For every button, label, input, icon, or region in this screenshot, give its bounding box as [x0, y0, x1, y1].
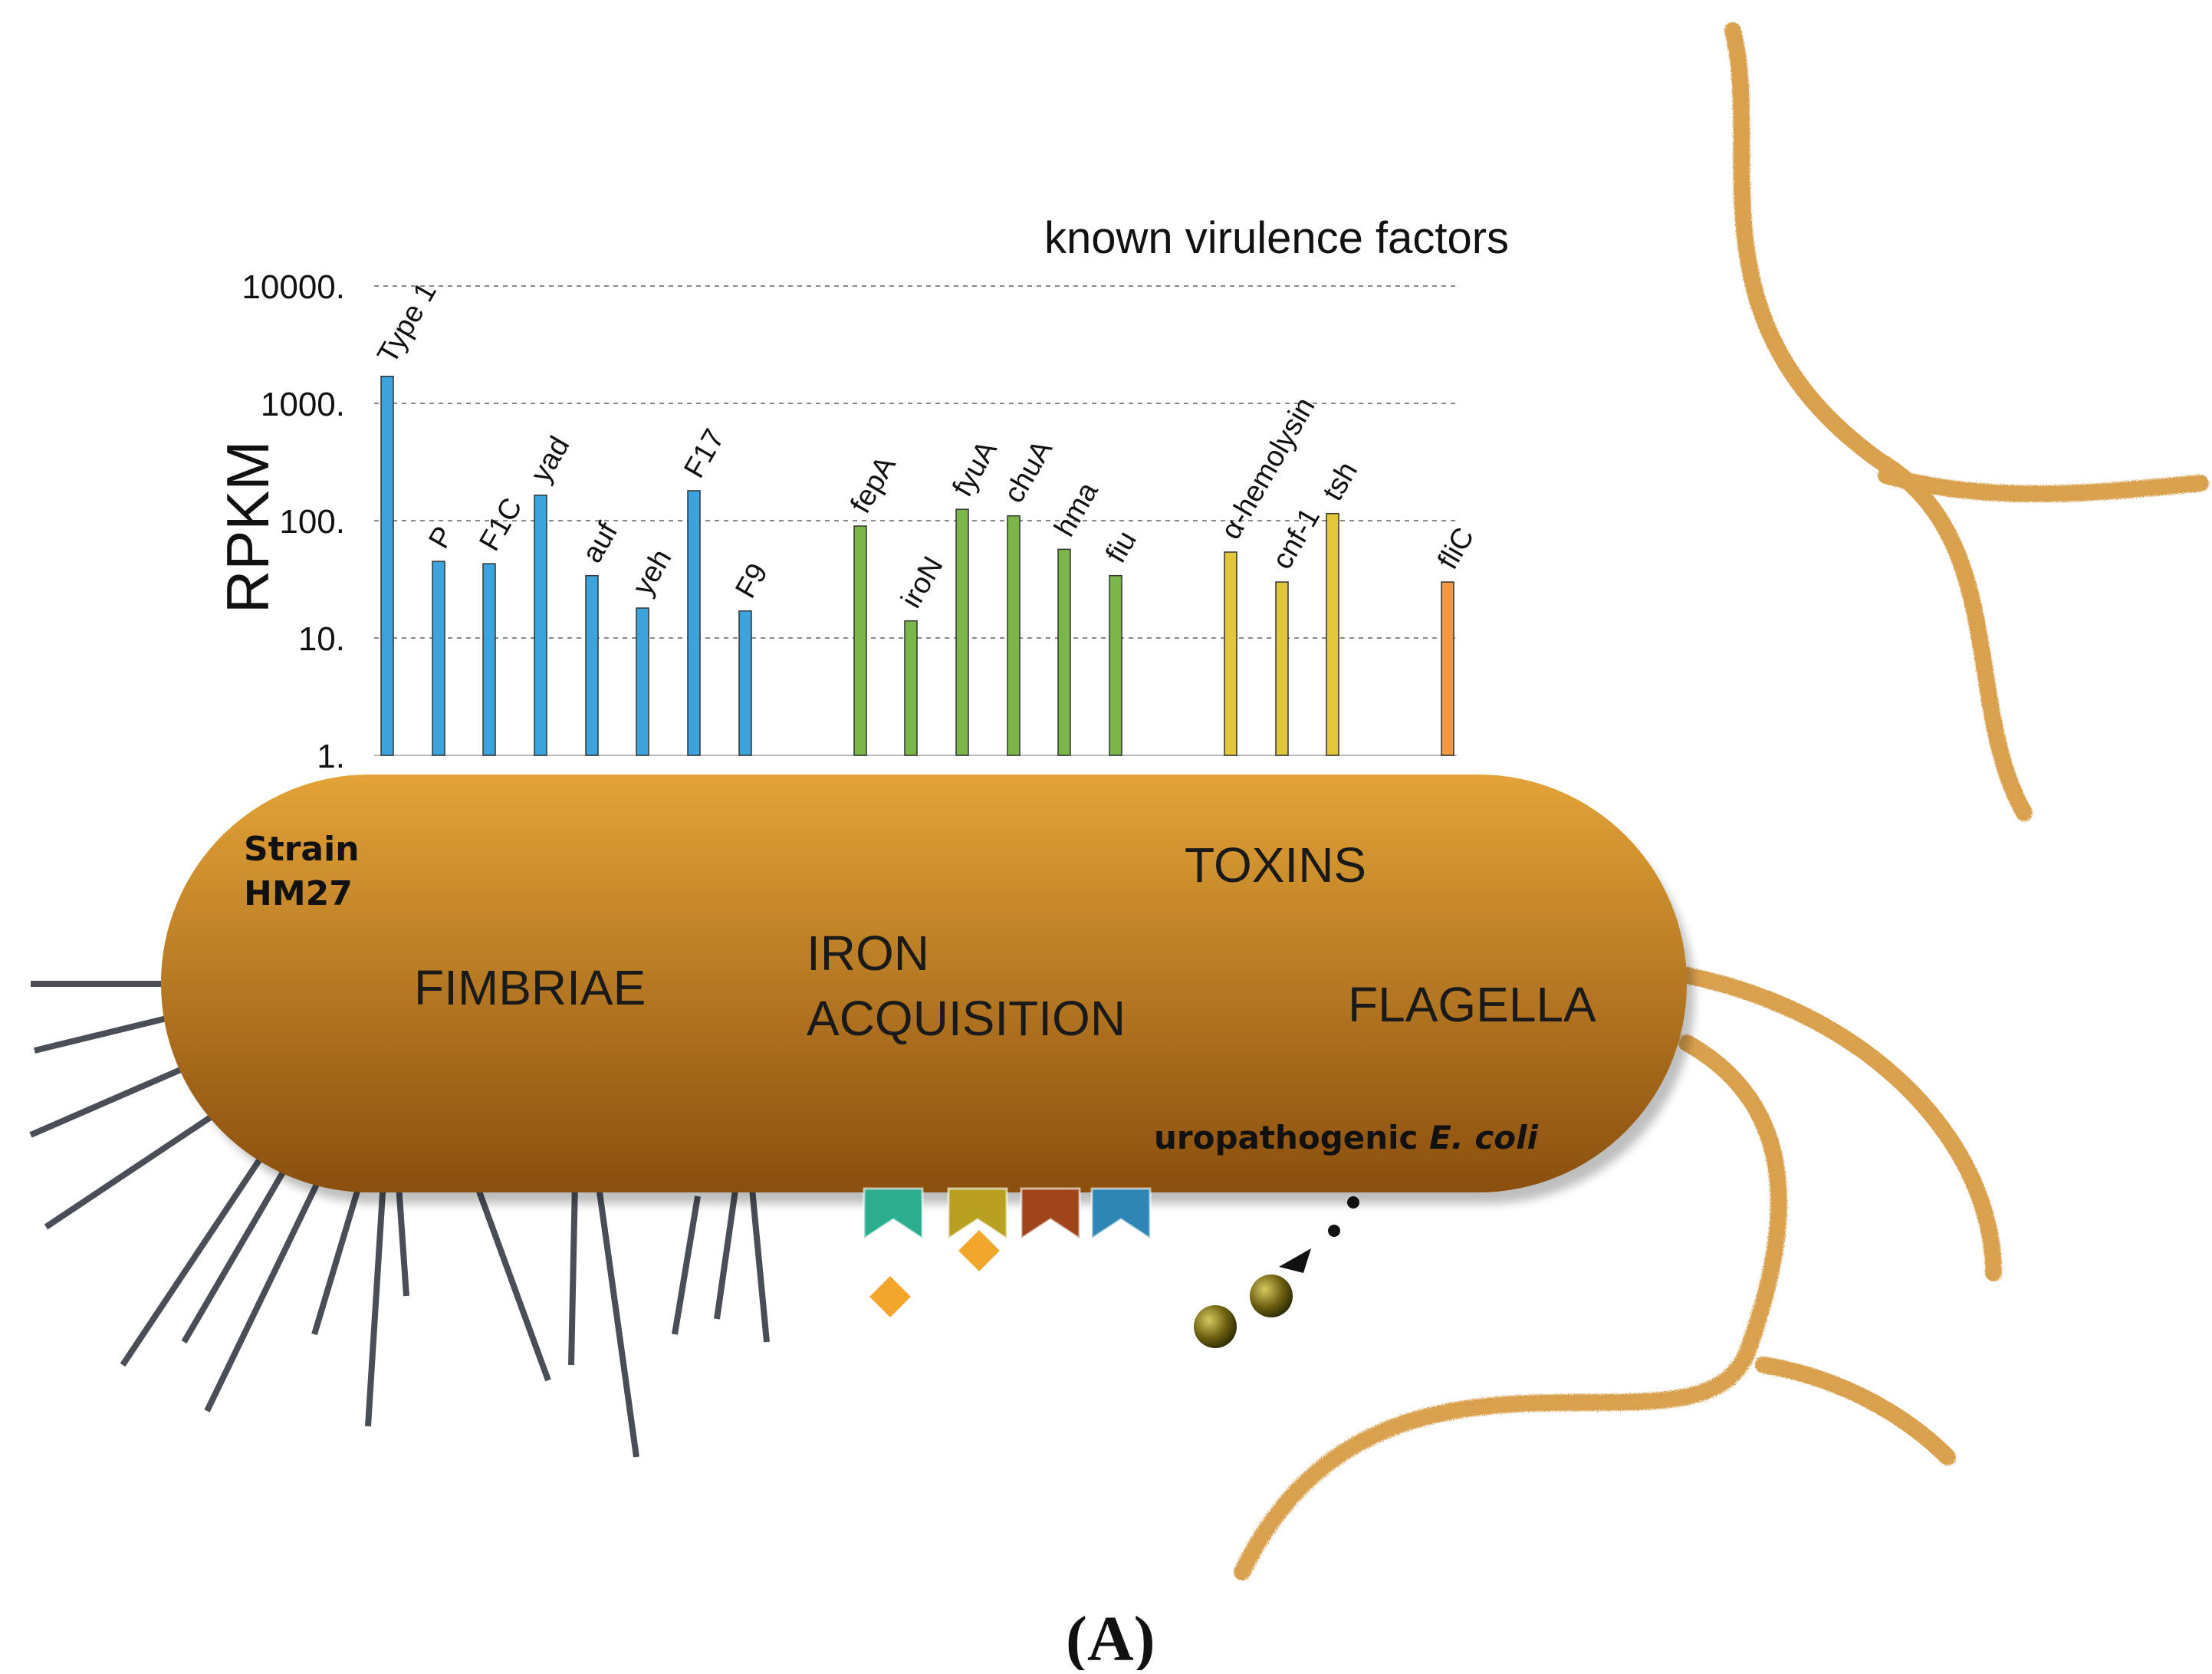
strain-label-line2: HM27 [244, 874, 353, 913]
toxin-ball-1 [1250, 1274, 1293, 1317]
flagellum-1 [1724, 22, 2033, 821]
fimbria-9 [595, 1180, 639, 1458]
bar-chuA [1007, 515, 1021, 756]
bar-cnf-1 [1275, 581, 1289, 756]
organism-label-prefix: uropathogenic [1154, 1119, 1429, 1156]
bar-F1C [482, 563, 496, 756]
iron-receptor-4 [1090, 1187, 1152, 1241]
bar-Type 1 [380, 375, 394, 756]
secretion-dot-2 [1328, 1225, 1340, 1237]
bar-label-fliC: fliC [1431, 522, 1481, 575]
organism-label-italic: E. coli [1429, 1119, 1538, 1156]
toxin-secretion [1194, 1196, 1359, 1348]
iron-receptors [863, 1187, 1152, 1241]
y-axis-label: RPKM [214, 441, 281, 613]
secretion-arrowhead [1279, 1248, 1311, 1273]
bar-label-fiu: fiu [1099, 525, 1142, 568]
siderophore-1 [869, 1276, 911, 1317]
bar-α-hemolysin [1224, 551, 1237, 756]
flagellum-2 [1671, 965, 2002, 1281]
organism-label: uropathogenic E. coli [1154, 1119, 1538, 1156]
iron-receptor-2 [947, 1187, 1008, 1241]
bar-F17 [687, 490, 701, 756]
y-tick-labels: 1. 10. 100. 1000. 10000. [242, 268, 345, 775]
chart-title: known virulence factors [1044, 213, 1509, 263]
bar-label-tsh: tsh [1316, 456, 1364, 506]
y-tick-100.: 100. [279, 503, 345, 541]
flagellum-3 [1234, 1034, 1787, 1580]
region-label-iron-line2: ACQUISITION [807, 991, 1126, 1046]
fimbria-12 [748, 1180, 770, 1343]
bar-label-Type 1: Type 1 [371, 277, 442, 369]
rpkm-bar-chart: known virulence factors RPKM 1. 10. 100. 10… [214, 213, 1509, 775]
region-label-flagella: FLAGELLA [1348, 977, 1596, 1032]
y-tick-10000.: 10000. [242, 268, 345, 306]
bar-label-F17: F17 [678, 424, 731, 484]
bar-tsh [1326, 512, 1339, 756]
bar-label-P: P [422, 521, 460, 554]
fimbria-16 [120, 1156, 264, 1367]
flagella-group [1234, 22, 2209, 1580]
panel-caption-open: ( [1066, 1603, 1087, 1670]
flagellum-3-branch [1755, 1357, 1956, 1465]
bar-label-fepA: fepA [844, 450, 902, 518]
fimbria-4 [44, 1101, 232, 1230]
bar-label-fyuA: fyuA [946, 435, 1004, 502]
siderophore-2 [958, 1230, 1000, 1271]
fimbria-5 [181, 1156, 294, 1344]
bar-fepA [853, 525, 867, 756]
fimbria-14 [311, 1179, 363, 1336]
siderophores [869, 1230, 1000, 1317]
bar-auf [585, 574, 599, 756]
fimbria-11 [672, 1195, 701, 1335]
bars [380, 375, 1454, 756]
region-label-fimbriae: FIMBRIAE [414, 960, 646, 1015]
panel-caption: (A) [1066, 1603, 1155, 1670]
bar-label-hma: hma [1048, 476, 1105, 542]
toxin-ball-2 [1194, 1305, 1237, 1348]
panel-caption-letter: A [1087, 1603, 1134, 1670]
panel-caption-close: ) [1134, 1603, 1155, 1670]
bar-label-cnf-1: cnf-1 [1266, 502, 1326, 574]
fimbria-10 [568, 1180, 578, 1366]
bar-yeh [636, 607, 649, 756]
fimbria-6 [204, 1172, 325, 1413]
fimbria-7 [365, 1180, 386, 1427]
bar-label-chuA: chuA [998, 435, 1059, 509]
bar-label-yeh: yeh [626, 544, 678, 600]
region-label-iron-line1: IRON [807, 926, 929, 981]
iron-receptor-1 [863, 1187, 924, 1241]
strain-label-line1: Strain [244, 830, 360, 869]
secretion-dot-1 [1347, 1196, 1359, 1209]
bar-label-auf: auf [576, 517, 624, 568]
bar-label-F9: F9 [729, 558, 774, 603]
bar-yad [534, 494, 547, 756]
bar-F9 [738, 610, 752, 756]
bar-label-yad: yad [524, 431, 576, 488]
fimbria-8 [472, 1179, 551, 1382]
y-tick-1.: 1. [317, 738, 345, 775]
iron-receptor-3 [1020, 1187, 1081, 1241]
y-tick-1000.: 1000. [261, 386, 345, 423]
fimbria-3 [29, 1055, 209, 1138]
fimbriae-group [29, 981, 770, 1458]
bar-fyuA [955, 508, 969, 756]
cell-body [161, 775, 1687, 1192]
bar-fiu [1109, 574, 1122, 756]
bar-fliC [1441, 581, 1454, 756]
bar-iroN [904, 620, 918, 756]
bar-label-F1C: F1C [473, 492, 528, 556]
y-tick-10.: 10. [298, 620, 345, 658]
bar-label-iroN: iroN [895, 551, 949, 613]
flagellum-1-branch [1878, 467, 2209, 502]
fimbria-13 [714, 1184, 739, 1320]
bar-P [432, 561, 445, 756]
region-label-toxins: TOXINS [1185, 837, 1366, 893]
bar-hma [1057, 548, 1071, 756]
